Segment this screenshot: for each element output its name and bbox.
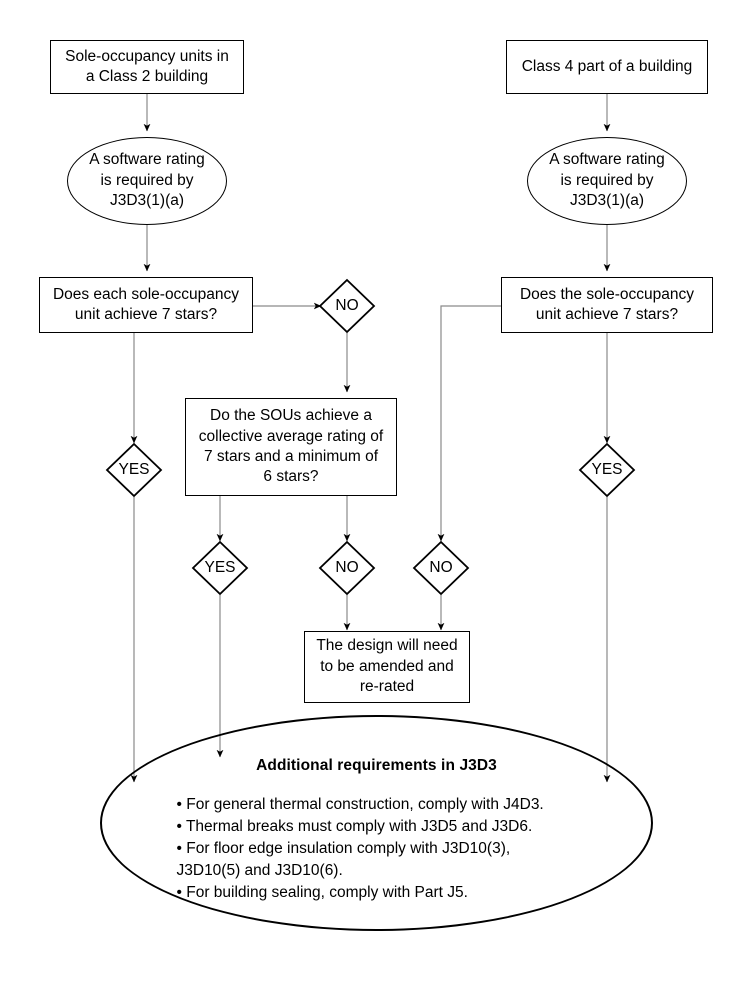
decision-sou-line4: 6 stars? [263,468,319,486]
outcome-bullet-2: • For floor edge insulation comply with … [176,840,511,879]
start-left-line1: Sole-occupancy units in [65,47,229,65]
connector-decision-right-to-no [437,305,501,542]
diamond-yes-left [105,442,163,498]
diamond-no-right [412,540,470,596]
outcome-bullet-1: • Thermal breaks must comply with J3D5 a… [176,818,533,835]
rating-left-line3: J3D3(1)(a) [109,192,185,210]
diamond-no-top-left [318,278,376,334]
outcome-bullet-3: • For building sealing, comply with Part… [176,884,468,901]
node-start-left[interactable]: Sole-occupancy units in a Class 2 buildi… [50,40,244,94]
rating-right-line2: is required by [560,171,654,189]
outcome-bullet-0: • For general thermal construction, comp… [176,796,544,813]
diamond-no-sou [318,540,376,596]
node-start-right[interactable]: Class 4 part of a building [506,40,708,94]
node-outcome-ellipse[interactable]: Additional requirements in J3D3 • For ge… [100,715,653,931]
rating-left-line2: is required by [100,171,194,189]
amend-line2: to be amended and [320,657,454,675]
diamond-yes-right [578,442,636,498]
decision-sou-line3: 7 stars and a minimum of [203,448,378,465]
decision-left-line2: unit achieve 7 stars? [74,306,218,323]
decision-sou-line1: Do the SOUs achieve a [210,407,372,425]
amend-line3: re-rated [359,678,415,696]
node-decision-right[interactable]: Does the sole-occupancy unit achieve 7 s… [501,277,713,333]
outcome-title: Additional requirements in J3D3 [256,757,497,774]
rating-right-line3: J3D3(1)(a) [569,192,645,210]
node-rating-right[interactable]: A software rating is required by J3D3(1)… [527,137,687,225]
node-amend-box[interactable]: The design will need to be amended and r… [304,631,470,703]
diamond-yes-sou [191,540,249,596]
rating-right-line1: A software rating [549,150,665,168]
node-rating-left[interactable]: A software rating is required by J3D3(1)… [67,137,227,225]
decision-sou-line2: collective average rating of [198,427,384,445]
outcome-content: Additional requirements in J3D3 • For ge… [177,757,577,904]
start-right-text: Class 4 part of a building [521,57,693,75]
decision-left-line1: Does each sole-occupancy [52,285,240,303]
decision-right-line1: Does the sole-occupancy [519,285,695,303]
node-decision-sou[interactable]: Do the SOUs achieve a collective average… [185,398,397,496]
decision-right-line2: unit achieve 7 stars? [535,306,679,323]
node-decision-left[interactable]: Does each sole-occupancy unit achieve 7 … [39,277,253,333]
amend-line1: The design will need [316,637,458,655]
start-left-line2: a Class 2 building [85,68,209,85]
rating-left-line1: A software rating [89,150,205,168]
